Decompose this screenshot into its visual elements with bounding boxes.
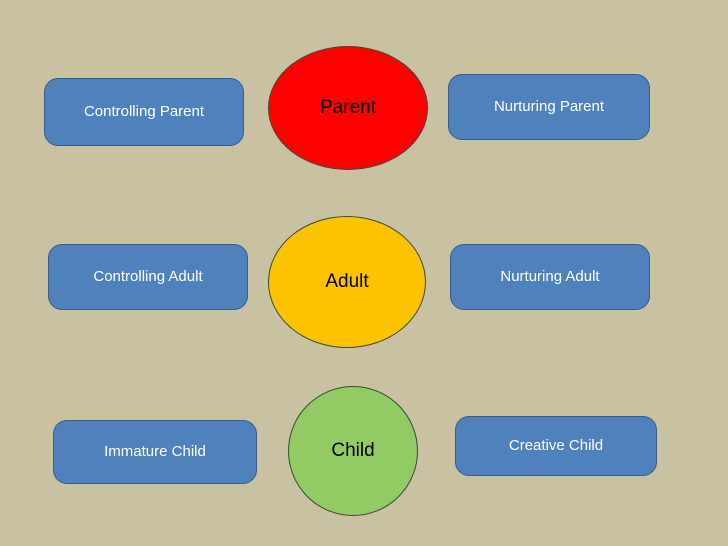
box-immature-child-label: Immature Child bbox=[104, 442, 206, 460]
box-controlling-adult[interactable]: Controlling Adult bbox=[48, 244, 248, 310]
box-creative-child[interactable]: Creative Child bbox=[455, 416, 657, 476]
circle-parent-label: Parent bbox=[320, 97, 376, 118]
box-immature-child[interactable]: Immature Child bbox=[53, 420, 257, 484]
box-nurturing-adult-label: Nurturing Adult bbox=[500, 267, 600, 285]
box-creative-child-label: Creative Child bbox=[508, 436, 604, 454]
circle-child[interactable]: Child bbox=[288, 386, 418, 516]
circle-adult[interactable]: Adult bbox=[268, 216, 426, 348]
box-nurturing-adult[interactable]: Nurturing Adult bbox=[450, 244, 650, 310]
box-nurturing-parent[interactable]: Nurturing Parent bbox=[448, 74, 650, 140]
circle-parent[interactable]: Parent bbox=[268, 46, 428, 170]
circle-child-label: Child bbox=[331, 440, 375, 461]
circle-adult-label: Adult bbox=[325, 271, 369, 292]
box-controlling-parent[interactable]: Controlling Parent bbox=[44, 78, 244, 146]
box-controlling-parent-label: Controlling Parent bbox=[83, 102, 205, 120]
box-controlling-adult-label: Controlling Adult bbox=[93, 267, 203, 285]
box-nurturing-parent-label: Nurturing Parent bbox=[493, 97, 605, 115]
